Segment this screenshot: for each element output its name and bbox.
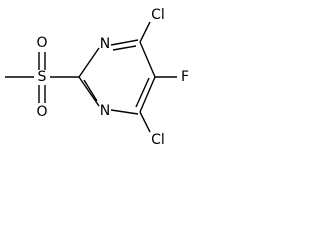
bond-c6-c5 — [139, 41, 156, 78]
bond-c4-cl — [139, 111, 151, 133]
bond-n3-c2 — [78, 76, 100, 107]
bond-n3-c2-inner — [83, 79, 98, 102]
bond-c2-n1 — [78, 47, 100, 78]
bond-c4-n3 — [110, 109, 139, 115]
atom-f: F — [181, 69, 189, 85]
bond-c6-cl — [139, 21, 151, 43]
atom-cl-bottom: Cl — [151, 132, 165, 148]
bond-c5-c4-inner — [135, 77, 150, 108]
molecule-diagram: N N Cl F Cl S O O — [5, 7, 189, 148]
atom-n1: N — [100, 36, 110, 52]
atom-cl-top: Cl — [151, 7, 165, 23]
atom-s: S — [38, 69, 47, 85]
atom-o-top: O — [36, 35, 47, 51]
atom-n3: N — [100, 103, 110, 119]
atom-o-bottom: O — [36, 104, 47, 120]
bond-n1-c6-inner — [112, 45, 137, 51]
bond-n1-c6 — [110, 39, 139, 46]
bond-c5-c4 — [139, 76, 156, 113]
